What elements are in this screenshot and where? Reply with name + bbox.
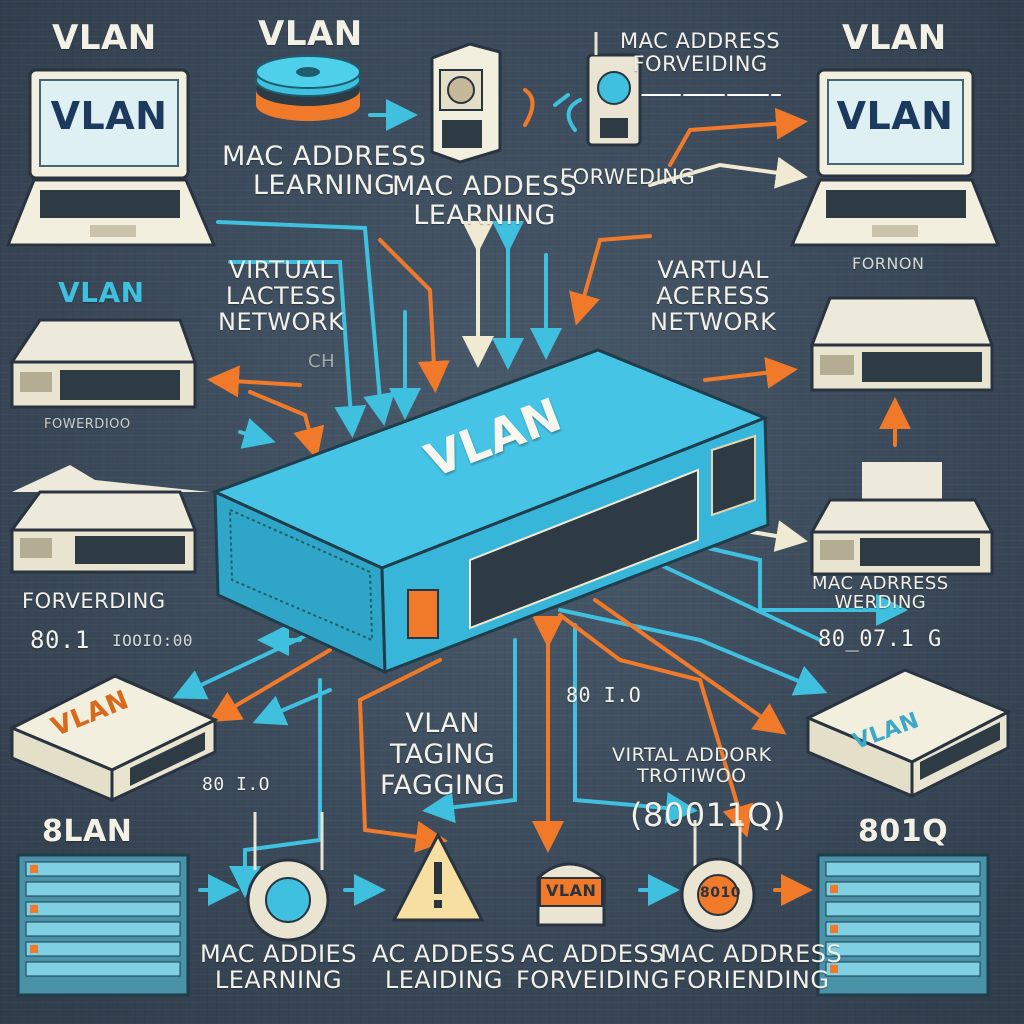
heading-vlan-disk: VLAN <box>258 16 363 53</box>
code-right: 80_07.1 G <box>818 628 942 652</box>
bottom-label-2: AC ADDESS LEAIDING <box>372 942 516 994</box>
vlan-label-left: VLAN <box>58 278 145 308</box>
heading-vlan-top-right: VLAN <box>842 20 947 57</box>
code-bottom-center: 80 I.O <box>566 685 641 707</box>
rack-bottom-right <box>818 855 988 995</box>
code-left-tail: IOOIO:00 <box>112 632 193 649</box>
router-bottom-1 <box>248 812 328 940</box>
heading-8lan: 8LAN <box>42 816 132 848</box>
ghost-text: CH <box>308 352 335 371</box>
right-caption: FORNON <box>852 255 924 272</box>
heading-801q: 801Q <box>858 816 948 848</box>
paren-code: (80011Q) <box>630 798 786 833</box>
vlan-tagging-label: VLAN TAGING FAGGING <box>380 708 505 801</box>
server-tower <box>432 44 500 162</box>
switch-left-upper <box>12 320 195 407</box>
disk-stack <box>256 56 360 121</box>
switch-right-upper <box>812 298 992 390</box>
mac-learning-center: MAC ADDESS LEARNING <box>392 172 577 230</box>
mac-forwarding-right: MAC ADRRESS WERDING <box>812 574 949 613</box>
router-bottom-4 <box>682 820 754 931</box>
bottom-label-3: AC ADDESS FORVEIDING <box>516 942 670 994</box>
warning-triangle <box>394 835 482 920</box>
central-vlan-switch <box>215 350 768 672</box>
virtual-network-right: VARTUAL ACERESS NETWORK <box>650 258 776 336</box>
laptop-screen-label-left: VLAN <box>48 96 170 137</box>
switch-left-lower <box>12 465 210 572</box>
virtual-network-left: VIRTUAL LACTESS NETWORK <box>218 258 344 336</box>
rack-bottom-left <box>18 855 188 995</box>
bottom-label-4: MAC ADDRESS FORIENDING <box>660 942 842 994</box>
router-tag-right: 8010 <box>700 886 741 901</box>
forwarding-left: FORVERDING <box>22 590 166 613</box>
scribble-under-switch: FOWERDIOO <box>44 418 131 432</box>
switch-right-lower <box>812 462 992 574</box>
code-left: 80.1 <box>30 628 90 654</box>
heading-vlan-top-left: VLAN <box>52 20 157 57</box>
mac-forwarding-heading: MAC ADDRESS FORVEIDING <box>620 30 780 75</box>
virtual-network-bottom: VIRTAL ADDORK TROTIWOO <box>612 745 772 786</box>
laptop-screen-label-right: VLAN <box>834 96 956 137</box>
router-tag: VLAN <box>546 882 596 899</box>
code-bottom-left: 80 I.O <box>202 775 270 794</box>
forwarding-small: FORWEDING <box>560 166 695 189</box>
bottom-label-1: MAC ADDIES LEARNING <box>200 942 357 994</box>
